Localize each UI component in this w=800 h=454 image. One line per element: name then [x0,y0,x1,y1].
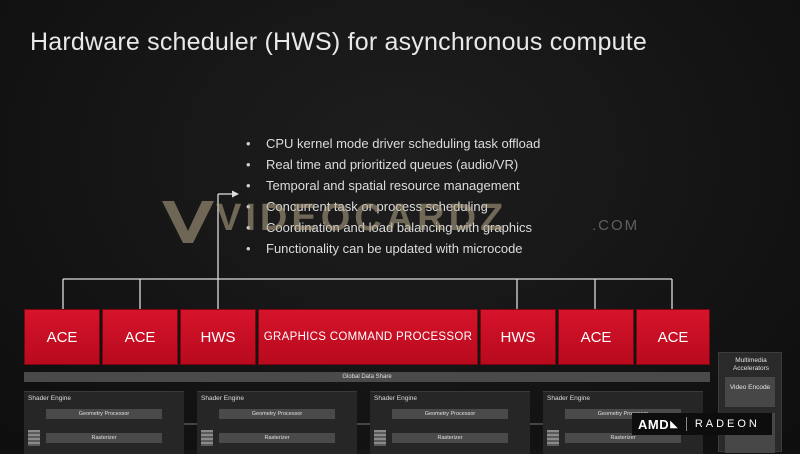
bullet-text: Real time and prioritized queues (audio/… [266,157,519,172]
bullet-text: Temporal and spatial resource management [266,178,520,193]
bullet-text: CPU kernel mode driver scheduling task o… [266,136,541,151]
ace-block: ACE [24,309,100,365]
bullet-dot: • [246,136,251,151]
rasterizer: Rasterizer [392,433,508,443]
geometry-processor: Geometry Processor [46,409,162,419]
bullet-item: • Temporal and spatial resource managemen… [246,175,540,196]
rasterizer: Rasterizer [565,433,681,443]
amd-arrow-icon: ◣ [670,418,678,430]
bullet-text: Functionality can be updated with microc… [266,241,523,256]
bullet-list: • CPU kernel mode driver scheduling task … [246,133,540,259]
shader-engine-title: Shader Engine [201,395,245,402]
logo-divider [685,417,687,431]
global-data-share-bar: Global Data Share [24,372,710,382]
bullet-text: Concurrent task or process scheduling [266,199,488,214]
compute-unit-icon [547,430,559,446]
radeon-logo-text: RADEON [694,418,760,430]
shader-engine-title: Shader Engine [28,395,72,402]
geometry-processor: Geometry Processor [565,409,681,419]
rasterizer: Rasterizer [219,433,335,443]
bullet-dot: • [246,199,251,214]
hws-block: HWS [480,309,556,365]
shader-engine: Shader Engine Geometry Processor Rasteri… [370,391,530,454]
video-encode-block: Video Encode [725,377,775,407]
bullet-item: • Functionality can be updated with micro… [246,238,540,259]
shader-engine-title: Shader Engine [374,395,418,402]
ace-block: ACE [102,309,178,365]
slide-title: Hardware scheduler (HWS) for asynchronou… [30,28,647,56]
bullet-dot: • [246,178,251,193]
compute-unit-icon [28,430,40,446]
bullet-item: • Coordination and load balancing with gr… [246,217,540,238]
bullet-text: Coordination and load balancing with gra… [266,220,532,235]
bullet-dot: • [246,220,251,235]
compute-unit-icon [201,430,213,446]
multimedia-accelerators-panel: Multimedia Accelerators Video Encode Vid… [718,352,782,453]
multimedia-title: Multimedia Accelerators [732,357,770,372]
amd-logo-text: AMD [638,416,670,432]
shader-engine: Shader Engine Geometry Processor Rasteri… [197,391,357,454]
geometry-processor: Geometry Processor [392,409,508,419]
bullet-item: • Real time and prioritized queues (audio… [246,154,540,175]
bullet-item: • Concurrent task or process scheduling [246,196,540,217]
ace-block: ACE [558,309,634,365]
hws-block: HWS [180,309,256,365]
compute-unit-icon [374,430,386,446]
bullet-item: • CPU kernel mode driver scheduling task … [246,133,540,154]
amd-radeon-logo: AMD ◣ RADEON [632,413,772,435]
bullet-dot: • [246,241,251,256]
shader-engine-title: Shader Engine [547,395,591,402]
bullet-dot: • [246,157,251,172]
ace-block: ACE [636,309,710,365]
shader-engine: Shader Engine Geometry Processor Rasteri… [24,391,184,454]
geometry-processor: Geometry Processor [219,409,335,419]
arrow-head-icon [232,190,239,198]
rasterizer: Rasterizer [46,433,162,443]
graphics-command-processor-block: GRAPHICS COMMAND PROCESSOR [258,309,478,365]
